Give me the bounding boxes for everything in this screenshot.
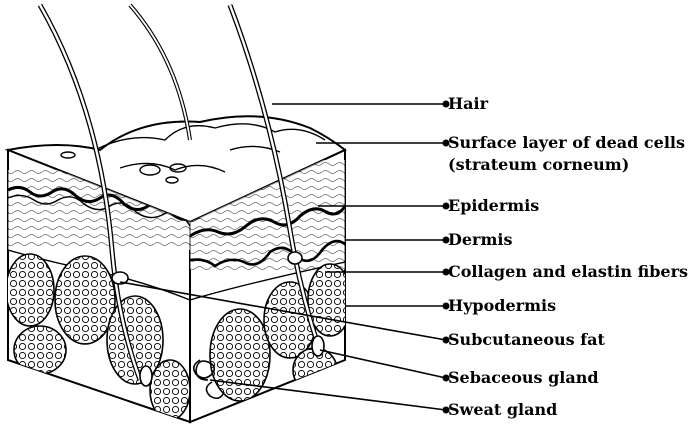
label-subcutaneous-fat: Subcutaneous fat <box>448 330 605 349</box>
label-hair: Hair <box>448 94 488 113</box>
label-dermis: Dermis <box>448 230 513 249</box>
hair-strand-2 <box>130 5 190 140</box>
label-epidermis: Epidermis <box>448 196 539 215</box>
label-collagen: Collagen and elastin fibers <box>448 262 688 281</box>
label-surface-layer: Surface layer of dead cells (strateum co… <box>448 132 685 176</box>
label-hypodermis: Hypodermis <box>448 296 556 315</box>
label-surface-line2: (strateum corneum) <box>448 154 685 176</box>
label-surface-line1: Surface layer of dead cells <box>448 132 685 154</box>
label-sweat-gland: Sweat gland <box>448 400 557 419</box>
label-sebaceous-gland: Sebaceous gland <box>448 368 599 387</box>
